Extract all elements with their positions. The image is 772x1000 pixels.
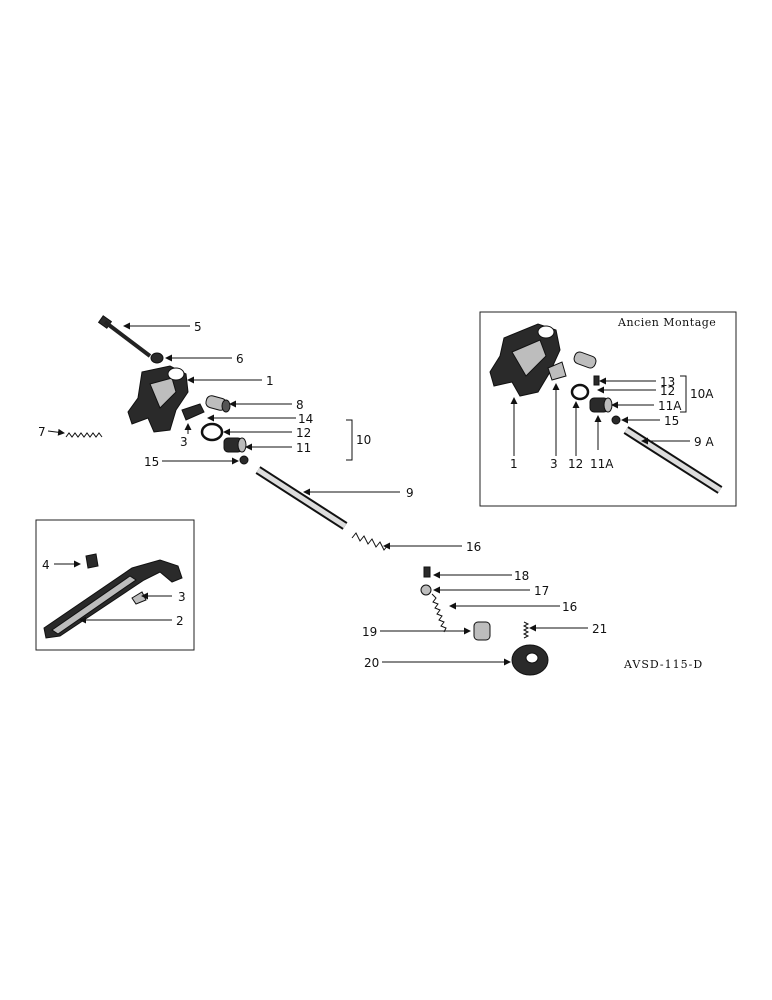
small-ring-part xyxy=(611,415,621,425)
pin-part xyxy=(593,375,600,386)
callout-label: 13 xyxy=(660,375,675,389)
drawing-code: AVSD-115-D xyxy=(623,658,703,671)
collar-part xyxy=(511,644,549,676)
callout-label: 3 xyxy=(550,457,558,471)
callout-label: 17 xyxy=(534,584,549,598)
ring-part xyxy=(200,422,224,442)
callout-label: 2 xyxy=(176,614,184,628)
callout-label: 8 xyxy=(296,398,304,412)
wedge-part xyxy=(547,361,567,381)
callout-label: 5 xyxy=(194,320,202,334)
washer-part xyxy=(150,352,164,364)
callout-label: 1 xyxy=(266,374,274,388)
wedge-part xyxy=(131,591,147,605)
shaft-part xyxy=(255,466,348,530)
callout-label: 3 xyxy=(180,435,188,449)
wedge-part xyxy=(181,403,205,421)
inset-lever-box xyxy=(35,519,195,651)
sleeve-part xyxy=(473,621,491,641)
callout-label: 4 xyxy=(42,558,50,572)
callout-label: 20 xyxy=(364,656,379,670)
clip-part xyxy=(85,553,99,569)
bolt-part xyxy=(97,315,152,358)
callout-label: 3 xyxy=(178,590,186,604)
lever-part xyxy=(43,559,183,639)
callout-label: 19 xyxy=(362,625,377,639)
callout-label: 7 xyxy=(38,425,46,439)
callout-label: 10A xyxy=(690,387,714,401)
callout-label: 6 xyxy=(236,352,244,366)
callout-label: 12 xyxy=(568,457,583,471)
callout-label: 10 xyxy=(356,433,371,447)
callout-label: 16 xyxy=(466,540,481,554)
callout-label: 11 xyxy=(296,441,311,455)
callout-label: 1 xyxy=(510,457,518,471)
callout-label: 14 xyxy=(298,412,313,426)
leader-lines xyxy=(47,322,690,666)
callout-label: 9 A xyxy=(694,435,714,449)
bracket-part xyxy=(127,365,189,433)
callout-label: 15 xyxy=(664,414,679,428)
ball-part xyxy=(420,584,432,596)
spring-part xyxy=(351,532,389,551)
pin-part xyxy=(573,351,597,369)
callout-label: 15 xyxy=(144,455,159,469)
spring-part xyxy=(65,432,103,438)
pin-part xyxy=(205,395,231,413)
callout-label: 11A xyxy=(658,399,682,413)
callout-label: 16 xyxy=(562,600,577,614)
callout-label: 11A xyxy=(590,457,614,471)
bushing-part xyxy=(589,397,613,413)
pin-part xyxy=(423,566,431,578)
callout-label: 21 xyxy=(592,622,607,636)
inset-old-assembly-box xyxy=(479,311,737,507)
inset-title: Ancien Montage xyxy=(617,316,716,329)
callout-label: 12 xyxy=(296,426,311,440)
callout-label: 9 xyxy=(406,486,414,500)
callout-label: 18 xyxy=(514,569,529,583)
callout-label: 12 xyxy=(660,384,675,398)
spring-part xyxy=(522,621,530,639)
bracket-part xyxy=(489,323,561,397)
spring-part xyxy=(431,593,447,633)
ring-part xyxy=(570,383,590,401)
bushing-part xyxy=(223,437,247,453)
small-ring-part xyxy=(239,455,249,465)
